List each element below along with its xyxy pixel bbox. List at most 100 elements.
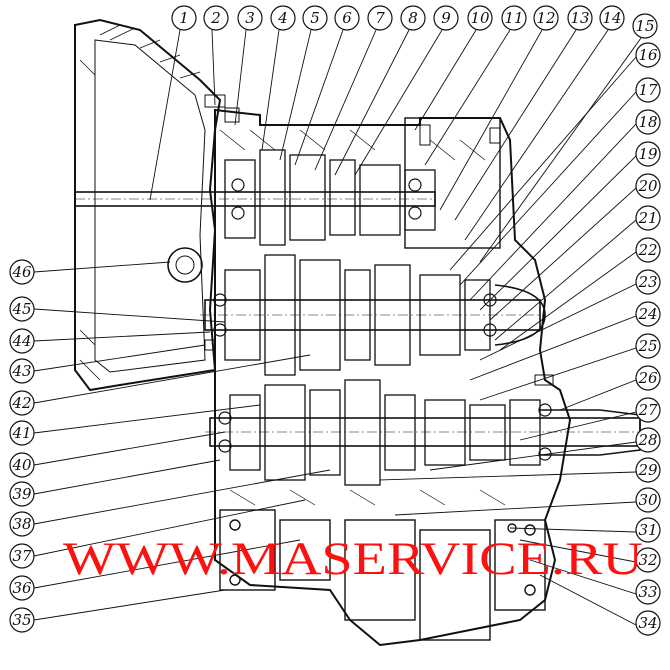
upper-gears [224, 149, 436, 246]
callout-number: 9 [441, 9, 451, 27]
callout-number: 7 [375, 9, 385, 27]
callout-circle [635, 301, 661, 327]
leader-line [294, 29, 344, 166]
leader-line [459, 91, 637, 286]
callout-number: 12 [536, 9, 555, 27]
leader-line [439, 29, 543, 211]
callout-circle [567, 5, 593, 31]
leader-line [379, 471, 637, 481]
leader-line [33, 589, 226, 621]
callout-circle [467, 5, 493, 31]
callout-circle [334, 5, 360, 31]
callout-circle [9, 358, 35, 384]
callout-number: 6 [342, 9, 352, 27]
leader-line [519, 411, 637, 441]
callout-number: 34 [638, 614, 657, 632]
leader-line [211, 29, 216, 106]
callout-circle [632, 13, 658, 39]
callout-number: 30 [638, 491, 658, 509]
leader-line [33, 354, 311, 404]
leader-line [499, 251, 637, 351]
leader-line [424, 29, 511, 166]
callout-circle [367, 5, 393, 31]
callout-number: 8 [408, 9, 418, 27]
callout-number: 42 [11, 394, 31, 412]
callout-number: 29 [637, 461, 658, 479]
callout-number: 22 [637, 241, 657, 259]
leader-line [33, 404, 261, 434]
leader-line [414, 29, 477, 131]
callout-circle [9, 607, 35, 633]
callout-number: 14 [602, 9, 621, 27]
leader-line [394, 501, 637, 516]
callout-number: 1 [179, 9, 189, 27]
callout-circle [9, 296, 35, 322]
callout-number: 24 [637, 305, 657, 323]
callout-circle [635, 269, 661, 295]
leader-line [33, 308, 226, 323]
leader-line [509, 527, 637, 533]
callout-number: 5 [310, 9, 320, 27]
leader-line [33, 539, 301, 589]
callout-number: 35 [12, 611, 31, 629]
leader-line [279, 29, 312, 161]
leader-line [519, 539, 637, 563]
leader-line [429, 441, 637, 471]
callout-number: 11 [504, 9, 523, 27]
callout-circle [635, 42, 661, 68]
callout-number: 21 [637, 209, 657, 227]
leader-line [469, 315, 637, 381]
leader-line [494, 219, 637, 341]
leader-lines [33, 29, 642, 626]
callout-circle [635, 77, 661, 103]
leader-line [479, 347, 637, 401]
callout-number: 18 [638, 113, 657, 131]
callout-circle [9, 328, 35, 354]
bolts [204, 94, 554, 386]
leader-line [479, 37, 642, 263]
callout-number: 20 [637, 177, 658, 195]
callout-number: 16 [638, 46, 658, 64]
callout-circle [635, 109, 661, 135]
callout-circle [635, 397, 661, 423]
callout-number: 13 [570, 9, 589, 27]
leader-line [33, 261, 171, 273]
callout-number: 19 [638, 145, 658, 163]
callout-circle [9, 481, 35, 507]
callout-circle [635, 457, 661, 483]
callout-circle [635, 365, 661, 391]
leader-line [314, 29, 377, 171]
callout-circle [635, 237, 661, 263]
callout-number: 4 [277, 9, 288, 27]
callout-number: 17 [638, 81, 658, 99]
leader-line [489, 187, 637, 321]
leader-line [33, 431, 226, 466]
callout-circle [400, 5, 426, 31]
callout-number: 46 [11, 263, 32, 281]
callout-circle [635, 205, 661, 231]
callout-circle [9, 420, 35, 446]
callout-number: 45 [11, 300, 31, 318]
middle-gears [224, 254, 491, 376]
leader-line [261, 29, 280, 151]
callout-circle [635, 579, 661, 605]
callout-circle [9, 452, 35, 478]
callout-number: 40 [11, 456, 32, 474]
leader-line [464, 29, 609, 241]
callout-number: 43 [11, 362, 31, 380]
bell-hatching [79, 24, 201, 381]
callout-number: 25 [637, 337, 657, 355]
callout-circle [203, 5, 229, 31]
leader-line [449, 56, 637, 271]
callout-number: 10 [470, 9, 490, 27]
callout-circle [9, 575, 35, 601]
callout-circle [635, 487, 661, 513]
callout-circle [302, 5, 328, 31]
lower-housing [219, 509, 546, 641]
callout-circle [635, 333, 661, 359]
leader-line [33, 344, 206, 372]
callout-circle [501, 5, 527, 31]
callout-number: 36 [12, 579, 32, 597]
